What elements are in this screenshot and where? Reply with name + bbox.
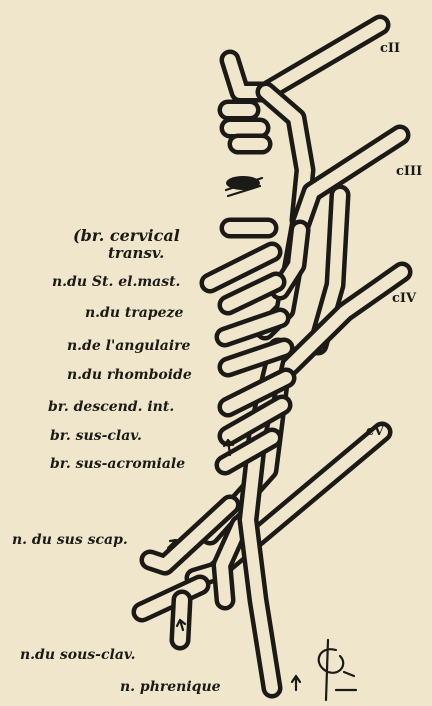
label-c2: cII <box>380 42 400 55</box>
label-sus-clav: br. sus-clav. <box>50 429 142 443</box>
label-c4: cIV <box>392 292 416 305</box>
label-descending-int: br. descend. int. <box>48 400 174 414</box>
ganglion-scribble <box>226 176 262 196</box>
c2-upper-branch <box>230 25 380 92</box>
label-trapezius: n.du trapeze <box>85 306 183 320</box>
label-rhomboide: n.du rhomboide <box>67 368 192 382</box>
muscular-branches <box>210 228 286 465</box>
artist-monogram-icon <box>319 640 356 700</box>
label-phrenique: n. phrenique <box>120 680 221 694</box>
label-cervical-transverse-line2: transv. <box>108 246 164 261</box>
small-upper-branches <box>228 110 262 144</box>
label-angulaire: n.de l'angulaire <box>67 339 190 353</box>
label-sus-scap: n. du sus scap. <box>12 533 128 547</box>
label-sterno-mastoid: n.du St. el.mast. <box>52 275 180 289</box>
label-sus-acromiale: br. sus-acromiale <box>50 457 185 471</box>
label-c5: cV <box>366 425 384 438</box>
label-cervical-transverse: (br. cervical <box>73 228 180 244</box>
label-sous-clav: n.du sous-clav. <box>20 648 136 662</box>
label-c3: cIII <box>396 165 422 178</box>
